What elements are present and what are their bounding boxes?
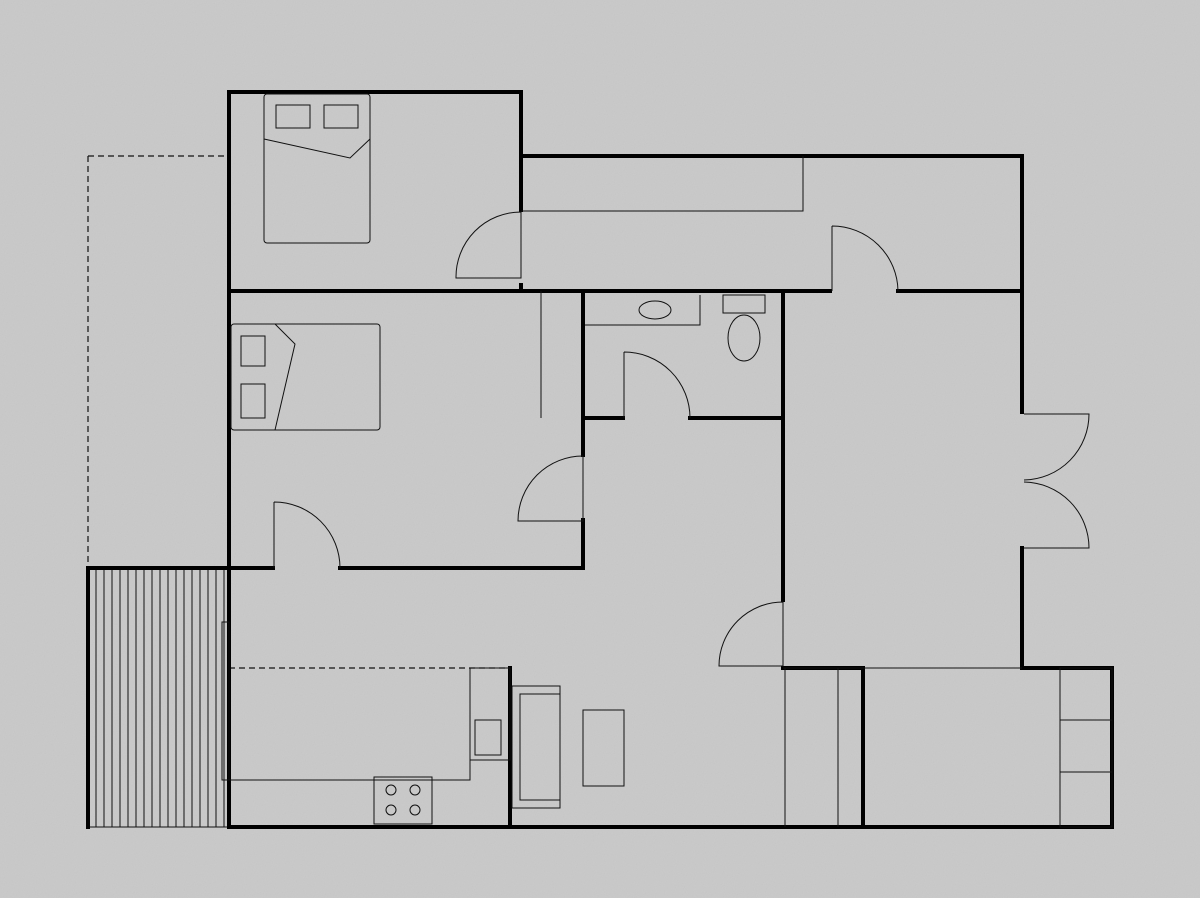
deck — [87, 567, 230, 828]
bed-secondary — [230, 323, 381, 431]
door-swing — [517, 455, 584, 522]
interior-lines — [221, 156, 1022, 827]
door-swing — [831, 225, 899, 292]
coffee-table — [582, 709, 625, 787]
pillow — [323, 104, 359, 129]
cabinet — [1059, 667, 1113, 828]
kitchen — [229, 667, 511, 825]
sink — [474, 719, 502, 756]
door-swing — [273, 501, 341, 569]
sink — [638, 300, 672, 320]
toilet-bowl — [727, 314, 761, 362]
door-swing — [1023, 413, 1090, 549]
pillow — [240, 335, 266, 367]
living-furniture — [511, 667, 1113, 828]
bathroom-fixtures — [585, 294, 766, 362]
door-swing — [718, 601, 784, 667]
pillow — [240, 383, 266, 419]
toilet-tank — [722, 294, 766, 314]
doors — [273, 211, 1090, 667]
pillow — [275, 104, 311, 129]
bed-primary — [263, 93, 371, 244]
stove — [373, 776, 433, 825]
door-swing — [623, 351, 691, 419]
dashed-outlines — [87, 155, 510, 669]
door-swing — [455, 211, 522, 279]
